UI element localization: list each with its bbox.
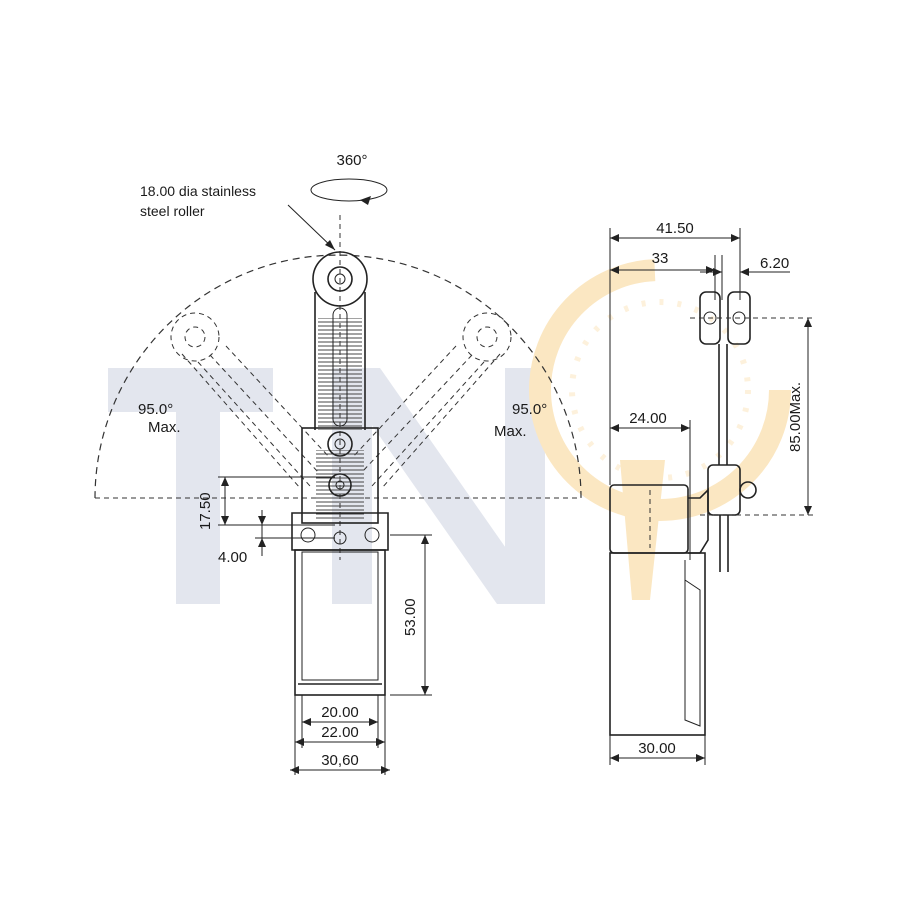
front-view: [94, 178, 582, 775]
dim-20-00: 20.00: [321, 704, 359, 721]
angle-left-max: Max.: [148, 419, 181, 436]
dim-53-00: 53.00: [402, 598, 419, 636]
roller-note-line2: steel roller: [140, 203, 205, 219]
rotation-label: 360°: [336, 152, 367, 169]
dim-4-00: 4.00: [218, 549, 247, 566]
angle-right-value: 95.0°: [512, 401, 547, 418]
dim-6-20: 6.20: [760, 255, 789, 272]
dim-22-00: 22.00: [321, 724, 359, 741]
switch-head: [301, 427, 379, 524]
dim-24-00: 24.00: [629, 410, 667, 427]
ghost-arm-left: [170, 312, 331, 489]
roller: [312, 251, 368, 307]
ghost-arm-right: [351, 312, 512, 489]
dim-17-50: 17.50: [197, 492, 214, 530]
dim-85-00: 85.00Max.: [787, 382, 804, 452]
angle-left-value: 95.0°: [138, 401, 173, 418]
dim-30-00: 30.00: [638, 740, 676, 757]
side-body: [609, 552, 706, 736]
dim-33: 33: [652, 250, 669, 267]
side-view: [609, 228, 815, 765]
dim-41-50: 41.50: [656, 220, 694, 237]
switch-body: [294, 549, 386, 696]
watermark: [108, 259, 791, 604]
roller-note-line1: 18.00 dia stainless: [140, 183, 256, 199]
rotation-arrow: [310, 178, 388, 202]
angle-right-max: Max.: [494, 423, 527, 440]
dim-30-60: 30,60: [321, 752, 359, 769]
lever-arm: [314, 292, 366, 430]
